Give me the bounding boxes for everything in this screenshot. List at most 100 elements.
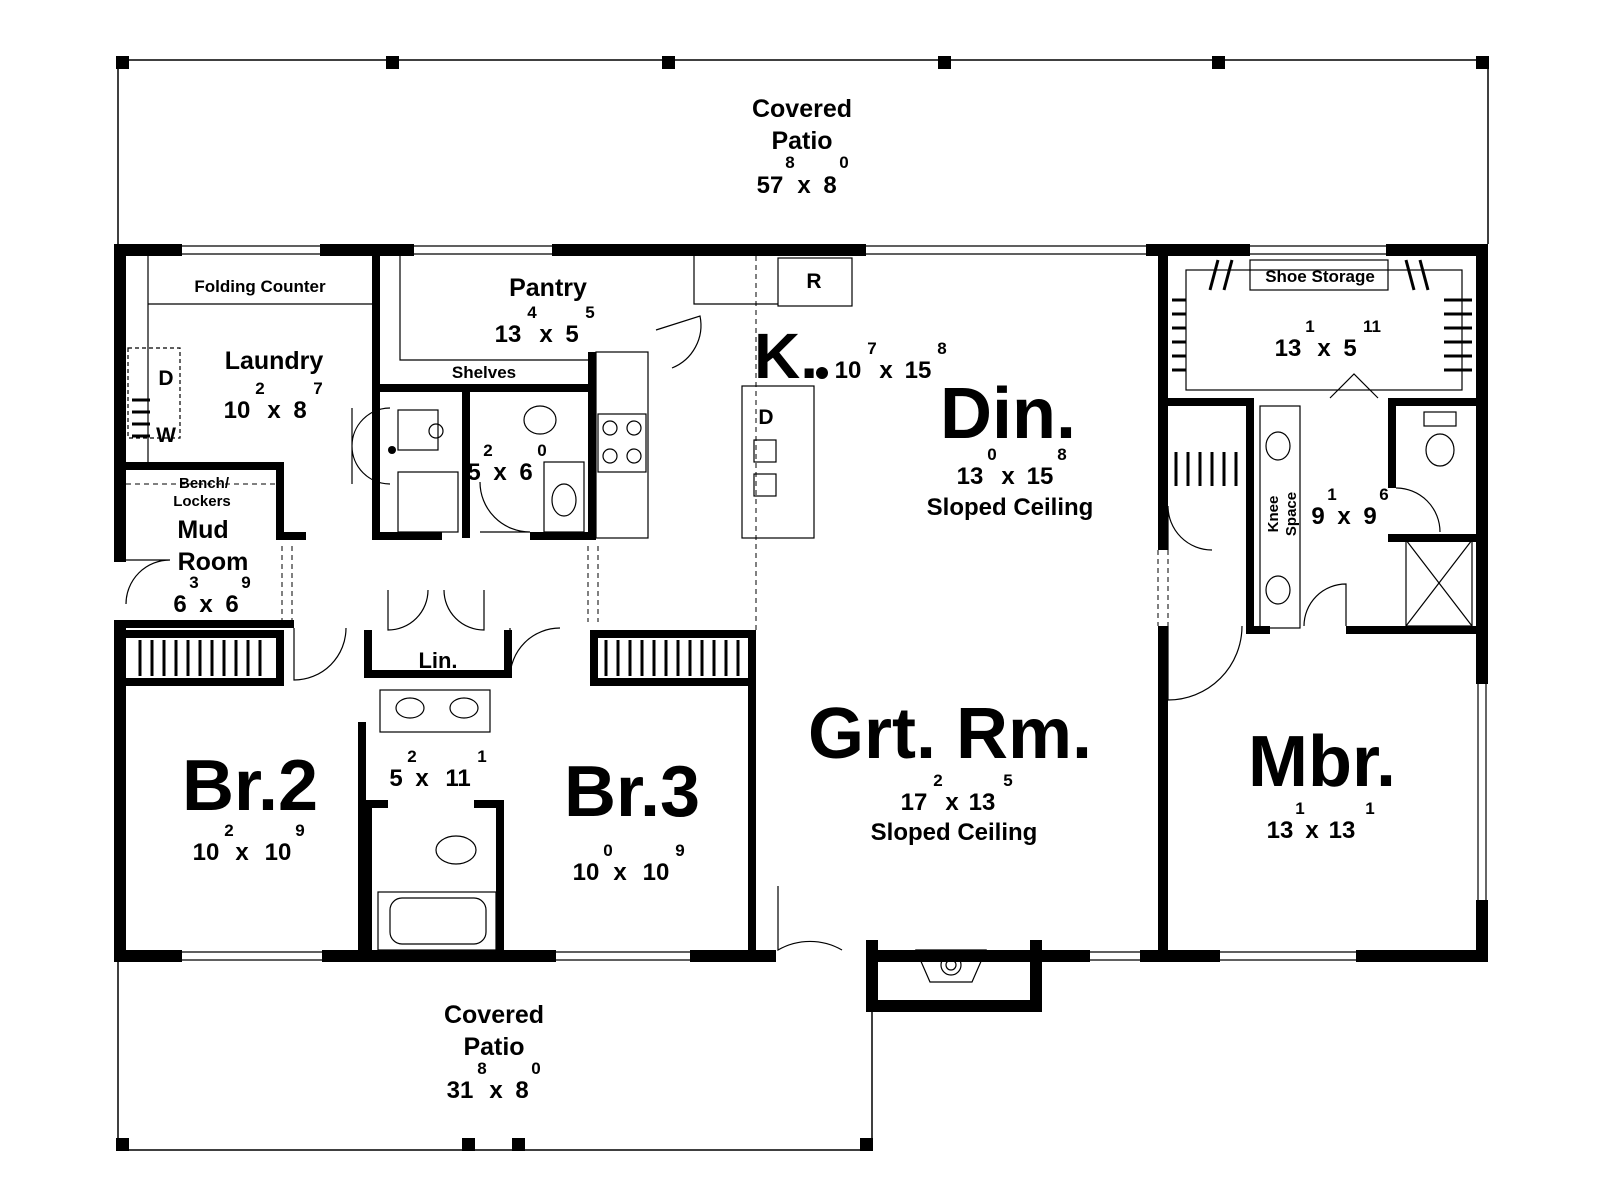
bench-label-line1: Bench/: [179, 475, 230, 492]
bedroom-2-dim-a: 10: [193, 839, 220, 866]
kitchen-dim-a-sup: 7: [867, 339, 876, 358]
pantry-name: Pantry: [509, 274, 587, 302]
laundry-dim-a-sup: 2: [255, 379, 264, 398]
laundry-dim-a: 10: [224, 397, 251, 424]
great-room-name: Grt. Rm.: [808, 694, 1092, 774]
knee-space-line2: Space: [1283, 492, 1300, 536]
great-room-dim-b: 13: [969, 789, 996, 816]
mud-room-dim-b-sup: 9: [241, 573, 250, 592]
kitchen-dim-b-sup: 8: [937, 339, 946, 358]
bedroom-2-times: x: [235, 839, 249, 866]
master-bedroom-dim-b: 13: [1329, 817, 1356, 844]
bench-label-line2: Lockers: [173, 493, 231, 510]
bedroom-3-dim-b-sup: 9: [675, 841, 684, 860]
kitchen-dim-a: 10: [835, 357, 862, 384]
master-closet-dims: 13 1 x 5 11: [1275, 317, 1381, 362]
folding-counter-label: Folding Counter: [194, 277, 326, 296]
great-room-dim-a-sup: 2: [933, 771, 942, 790]
pantry-dim-b-sup: 5: [585, 303, 594, 322]
dining-times: x: [1001, 463, 1015, 490]
laundry-dim-b: 8: [293, 397, 306, 424]
powder-bath-times: x: [493, 459, 507, 486]
great-room-dims: 17 2 x 13 5: [901, 771, 1013, 816]
powder-bath-dims: 5 2 x 6 0: [467, 441, 546, 486]
patio-top-dim-a-sup: 8: [785, 153, 794, 172]
mud-room-times: x: [199, 591, 213, 618]
dryer-label: D: [158, 367, 173, 390]
powder-bath-dim-b: 6: [519, 459, 532, 486]
dishwasher-label: D: [758, 406, 773, 429]
patio-outline-top: [117, 59, 1489, 244]
master-closet-dim-a: 13: [1275, 335, 1302, 362]
bedroom-2-dim-a-sup: 2: [224, 821, 233, 840]
hall-bath-times: x: [415, 765, 429, 792]
great-room-note: Sloped Ceiling: [871, 819, 1038, 846]
master-bath-dim-b: 9: [1363, 503, 1376, 530]
master-bedroom-dims: 13 1 x 13 1: [1267, 799, 1375, 844]
mud-room-name-line2: Room: [178, 548, 249, 576]
mud-room-dims: 6 3 x 6 9: [173, 573, 250, 618]
mud-room-dim-b: 6: [225, 591, 238, 618]
fixtures: [127, 256, 1473, 983]
patio-posts-top: [116, 56, 1489, 69]
windows: [182, 245, 1487, 961]
dining-dim-b: 15: [1027, 463, 1054, 490]
shoe-storage-label: Shoe Storage: [1265, 267, 1375, 286]
master-closet-times: x: [1317, 335, 1331, 362]
great-room-dim-a: 17: [901, 789, 928, 816]
bedroom-3-times: x: [613, 859, 627, 886]
linen-label: Lin.: [418, 648, 457, 673]
hall-bath-dims: 5 2 x 11 1: [389, 747, 486, 792]
mud-room-dim-a-sup: 3: [189, 573, 198, 592]
patio-bottom-name-line1: Covered: [444, 1001, 544, 1029]
patio-posts-bottom: [116, 1138, 873, 1151]
master-closet-dim-a-sup: 1: [1305, 317, 1314, 336]
dining-dim-a: 13: [957, 463, 984, 490]
bedroom-3-name: Br.3: [564, 752, 700, 832]
patio-bottom-label: Covered Patio 31 8 x 8 0: [444, 1001, 544, 1104]
dining-dim-a-sup: 0: [987, 445, 996, 464]
door-swings: [125, 315, 1441, 952]
patio-bottom-dim-a: 31: [447, 1077, 474, 1104]
patio-top-name-line1: Covered: [752, 95, 852, 123]
patio-bottom-dim-b: 8: [515, 1077, 528, 1104]
patio-top-name-line2: Patio: [771, 127, 832, 155]
hall-bath-dim-a: 5: [389, 765, 402, 792]
powder-bath-dim-b-sup: 0: [537, 441, 546, 460]
great-room-times: x: [945, 789, 959, 816]
master-bedroom-dim-a-sup: 1: [1295, 799, 1304, 818]
master-closet-dim-b-sup: 11: [1363, 317, 1381, 336]
mud-room-dim-a: 6: [173, 591, 186, 618]
patio-top-dim-b: 8: [823, 172, 836, 199]
bedroom-3-dim-a: 10: [573, 859, 600, 886]
openings: [126, 256, 1169, 630]
laundry-times: x: [267, 397, 281, 424]
patio-bottom-name-line2: Patio: [463, 1033, 524, 1061]
mud-room-name-line1: Mud: [177, 516, 228, 544]
hall-bath-dim-b-sup: 1: [477, 747, 486, 766]
master-bath-times: x: [1337, 503, 1351, 530]
master-bedroom-name: Mbr.: [1248, 722, 1396, 802]
patio-top-times: x: [797, 172, 811, 199]
closet-hatching: [132, 259, 1472, 676]
bedroom-2-name: Br.2: [182, 746, 318, 826]
bedroom-2-dims: 10 2 x 10 9: [193, 821, 305, 866]
master-bath-dim-a-sup: 1: [1327, 485, 1336, 504]
master-bedroom-times: x: [1305, 817, 1319, 844]
bedroom-3-dims: 10 0 x 10 9: [573, 841, 685, 886]
bedroom-2-dim-b-sup: 9: [295, 821, 304, 840]
patio-top-label: Covered Patio 57 8 x 8 0: [752, 95, 852, 199]
master-bedroom-dim-b-sup: 1: [1365, 799, 1374, 818]
patio-bottom-dim-b-sup: 0: [531, 1059, 540, 1078]
dining-note: Sloped Ceiling: [927, 494, 1094, 521]
interior-walls: [126, 244, 1476, 962]
laundry-dims: 10 2 x 8 7: [224, 379, 323, 424]
pantry-dim-a-sup: 4: [527, 303, 537, 322]
master-bedroom-dim-a: 13: [1267, 817, 1294, 844]
pantry-dim-a: 13: [495, 321, 522, 348]
bedroom-2-dim-b: 10: [265, 839, 292, 866]
dining-dims: 13 0 x 15 8: [957, 445, 1067, 490]
patio-top-dim-b-sup: 0: [839, 153, 848, 172]
master-bath-dim-b-sup: 6: [1379, 485, 1388, 504]
